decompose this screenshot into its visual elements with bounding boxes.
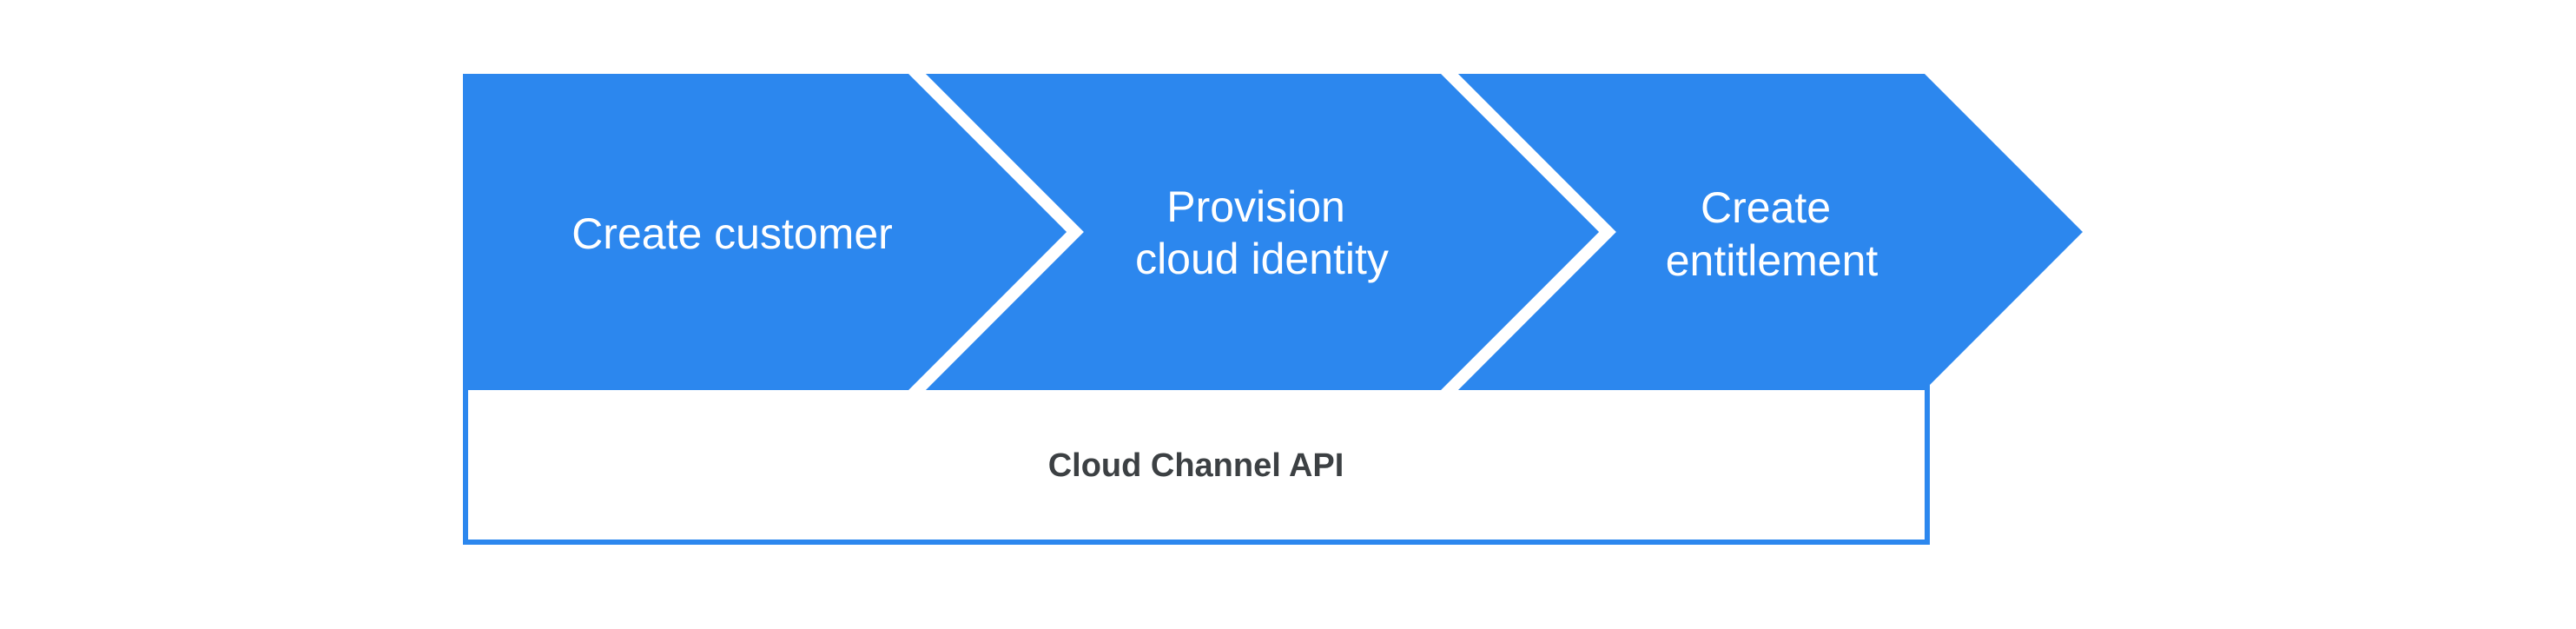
step-label-line: Create bbox=[1701, 183, 1831, 232]
step-label-provision-cloud-identity: Provision cloud identity bbox=[1135, 182, 1389, 283]
chevron-separator-2 bbox=[1437, 61, 1616, 403]
api-box-label: Cloud Channel API bbox=[1048, 447, 1344, 484]
step-label-line: cloud identity bbox=[1135, 235, 1389, 283]
step-label-line: Provision bbox=[1166, 182, 1345, 231]
chevron-separator-1 bbox=[904, 61, 1084, 403]
api-box bbox=[463, 385, 1930, 545]
flow-arrow bbox=[463, 74, 2083, 390]
step-label-line: entitlement bbox=[1666, 236, 1879, 285]
step-label-create-entitlement: Create entitlement bbox=[1666, 183, 1879, 285]
step-label-create-customer: Create customer bbox=[571, 209, 893, 258]
step-label-line: Create customer bbox=[571, 209, 893, 258]
